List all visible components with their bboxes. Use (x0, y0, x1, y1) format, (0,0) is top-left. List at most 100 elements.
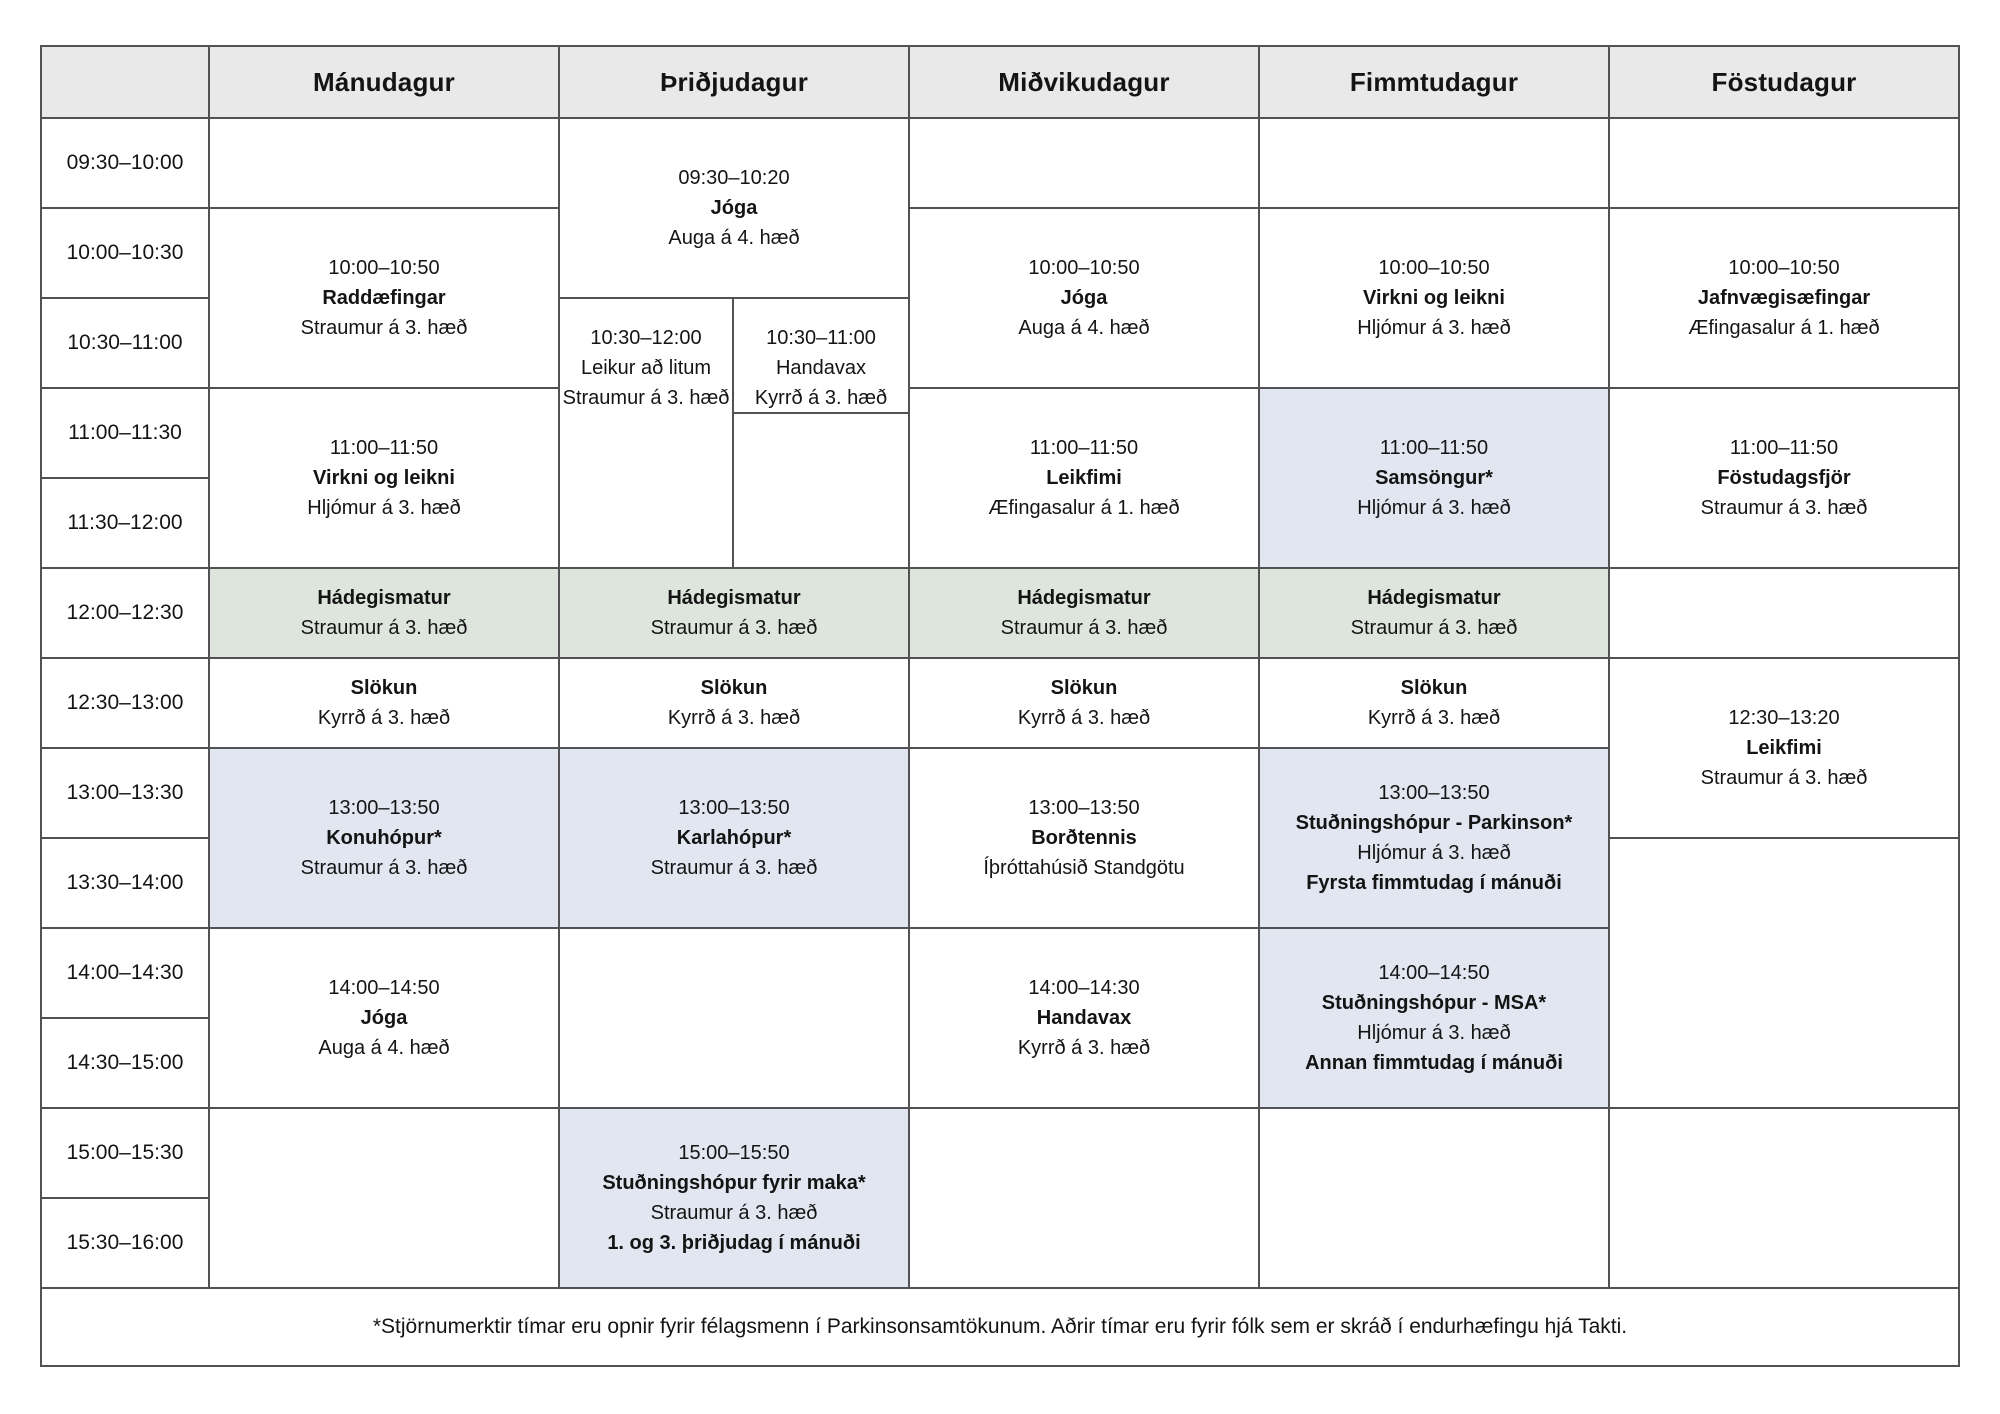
event-wednesday-leikfimi: 11:00–11:50 Leikfimi Æfingasalur á 1. hæ… (910, 389, 1258, 567)
event-time: 13:00–13:50 (678, 797, 790, 819)
day-header-tuesday: Þriðjudagur (560, 47, 908, 117)
event-time: 10:00–10:50 (1728, 257, 1840, 279)
corner-header-cell (42, 47, 208, 117)
event-title: Virkni og leikni (1363, 287, 1505, 309)
day-header-thursday: Fimmtudagur (1260, 47, 1608, 117)
event-title: Borðtennis (1031, 827, 1137, 849)
time-slot-0930-1000: 09:30–10:00 (42, 119, 208, 207)
event-title: Jóga (710, 197, 758, 219)
time-slot-1300-1330: 13:00–13:30 (42, 749, 208, 837)
event-friday-fostudagsfjor: 11:00–11:50 Föstudagsfjör Straumur á 3. … (1610, 389, 1958, 567)
time-slot-1200-1230: 12:00–12:30 (42, 569, 208, 657)
event-location: Straumur á 3. hæð (650, 1202, 818, 1224)
empty-cell-wednesday-1500 (910, 1109, 1258, 1287)
event-title: Hádegismatur (1017, 587, 1151, 609)
event-time: 10:00–10:50 (328, 257, 440, 279)
event-location: Hljómur á 3. hæð (307, 497, 461, 519)
event-tuesday-handavax: 10:30–11:00 Handavax Kyrrð á 3. hæð (734, 299, 908, 415)
event-title: Slökun (350, 677, 418, 699)
event-wednesday-handavax: 14:00–14:30 Handavax Kyrrð á 3. hæð (910, 929, 1258, 1107)
time-slot-1400-1430: 14:00–14:30 (42, 929, 208, 1017)
event-location: Kyrrð á 3. hæð (667, 707, 801, 729)
event-title: Samsöngur* (1375, 467, 1493, 489)
event-location: Straumur á 3. hæð (300, 857, 468, 879)
event-time: 14:00–14:30 (1028, 977, 1140, 999)
event-title: Slökun (1050, 677, 1118, 699)
event-title: Leikfimi (1746, 737, 1822, 759)
event-time: 14:00–14:50 (1378, 962, 1490, 984)
event-title: Handavax (1036, 1007, 1132, 1029)
event-friday-leikfimi: 12:30–13:20 Leikfimi Straumur á 3. hæð (1610, 659, 1958, 837)
event-title: Leikur að litum (580, 357, 712, 379)
empty-cell-thursday-1500 (1260, 1109, 1608, 1287)
empty-cell-thursday-0930 (1260, 119, 1608, 207)
event-monday-virkni-og-leikni: 11:00–11:50 Virkni og leikni Hljómur á 3… (210, 389, 558, 567)
event-location: Straumur á 3. hæð (562, 387, 730, 409)
event-note: 1. og 3. þriðjudag í mánuði (607, 1232, 861, 1254)
event-location: Kyrrð á 3. hæð (754, 387, 888, 409)
event-location: Æfingasalur á 1. hæð (988, 497, 1180, 519)
event-time: 11:00–11:50 (329, 437, 439, 459)
empty-cell-friday-1330 (1610, 839, 1958, 1107)
event-monday-joga: 14:00–14:50 Jóga Auga á 4. hæð (210, 929, 558, 1107)
event-time: 10:00–10:50 (1028, 257, 1140, 279)
event-monday-raddaefingar: 10:00–10:50 Raddæfingar Straumur á 3. hæ… (210, 209, 558, 387)
event-title: Stuðningshópur fyrir maka* (602, 1172, 866, 1194)
event-tuesday-joga: 09:30–10:20 Jóga Auga á 4. hæð (560, 119, 908, 297)
empty-cell-friday-1500 (1610, 1109, 1958, 1287)
tuesday-split-cell: 10:30–12:00 Leikur að litum Straumur á 3… (560, 299, 908, 567)
event-title: Stuðningshópur - MSA* (1321, 992, 1547, 1014)
event-note: Annan fimmtudag í mánuði (1305, 1052, 1563, 1074)
event-thursday-samsongur: 11:00–11:50 Samsöngur* Hljómur á 3. hæð (1260, 389, 1608, 567)
event-time: 11:00–11:50 (1029, 437, 1139, 459)
event-location: Straumur á 3. hæð (650, 617, 818, 639)
event-monday-konuhopur: 13:00–13:50 Konuhópur* Straumur á 3. hæð (210, 749, 558, 927)
event-title: Jóga (1060, 287, 1108, 309)
event-title: Handavax (775, 357, 867, 379)
event-time: 11:00–11:50 (1379, 437, 1489, 459)
event-location: Straumur á 3. hæð (1700, 767, 1868, 789)
event-monday-hadegismatur: Hádegismatur Straumur á 3. hæð (210, 569, 558, 657)
time-slot-1100-1130: 11:00–11:30 (42, 389, 208, 477)
empty-cell-monday-1500 (210, 1109, 558, 1287)
time-slot-1000-1030: 10:00–10:30 (42, 209, 208, 297)
event-tuesday-slokun: Slökun Kyrrð á 3. hæð (560, 659, 908, 747)
empty-cell-wednesday-0930 (910, 119, 1258, 207)
event-location: Straumur á 3. hæð (1000, 617, 1168, 639)
event-location: Straumur á 3. hæð (300, 317, 468, 339)
empty-cell-tuesday-1100 (734, 414, 908, 567)
event-location: Kyrrð á 3. hæð (1017, 1037, 1151, 1059)
event-title: Jóga (360, 1007, 408, 1029)
event-time: 10:30–11:00 (766, 327, 876, 349)
event-location: Íþróttahúsið Standgötu (983, 857, 1185, 879)
event-wednesday-slokun: Slökun Kyrrð á 3. hæð (910, 659, 1258, 747)
event-thursday-virkni-og-leikni: 10:00–10:50 Virkni og leikni Hljómur á 3… (1260, 209, 1608, 387)
event-location: Æfingasalur á 1. hæð (1688, 317, 1880, 339)
event-title: Konuhópur* (326, 827, 442, 849)
event-tuesday-studningshopur-maka: 15:00–15:50 Stuðningshópur fyrir maka* S… (560, 1109, 908, 1287)
event-time: 13:00–13:50 (328, 797, 440, 819)
event-location: Auga á 4. hæð (318, 1037, 450, 1059)
event-wednesday-hadegismatur: Hádegismatur Straumur á 3. hæð (910, 569, 1258, 657)
time-slot-1530-1600: 15:30–16:00 (42, 1199, 208, 1287)
event-title: Föstudagsfjör (1717, 467, 1851, 489)
event-location: Straumur á 3. hæð (300, 617, 468, 639)
event-thursday-studningshopur-parkinson: 13:00–13:50 Stuðningshópur - Parkinson* … (1260, 749, 1608, 927)
event-time: 14:00–14:50 (328, 977, 440, 999)
event-monday-slokun: Slökun Kyrrð á 3. hæð (210, 659, 558, 747)
event-title: Virkni og leikni (313, 467, 455, 489)
event-wednesday-bordtennis: 13:00–13:50 Borðtennis Íþróttahúsið Stan… (910, 749, 1258, 927)
event-title: Slökun (1400, 677, 1468, 699)
event-tuesday-hadegismatur: Hádegismatur Straumur á 3. hæð (560, 569, 908, 657)
weekly-schedule-table: Mánudagur Þriðjudagur Miðvikudagur Fimmt… (40, 45, 1960, 1367)
day-header-friday: Föstudagur (1610, 47, 1958, 117)
event-location: Kyrrð á 3. hæð (1017, 707, 1151, 729)
event-title: Slökun (700, 677, 768, 699)
event-title: Stuðningshópur - Parkinson* (1295, 812, 1573, 834)
time-slot-1130-1200: 11:30–12:00 (42, 479, 208, 567)
event-time: 12:30–13:20 (1728, 707, 1840, 729)
event-title: Hádegismatur (667, 587, 801, 609)
time-slot-1500-1530: 15:00–15:30 (42, 1109, 208, 1197)
event-title: Raddæfingar (322, 287, 446, 309)
